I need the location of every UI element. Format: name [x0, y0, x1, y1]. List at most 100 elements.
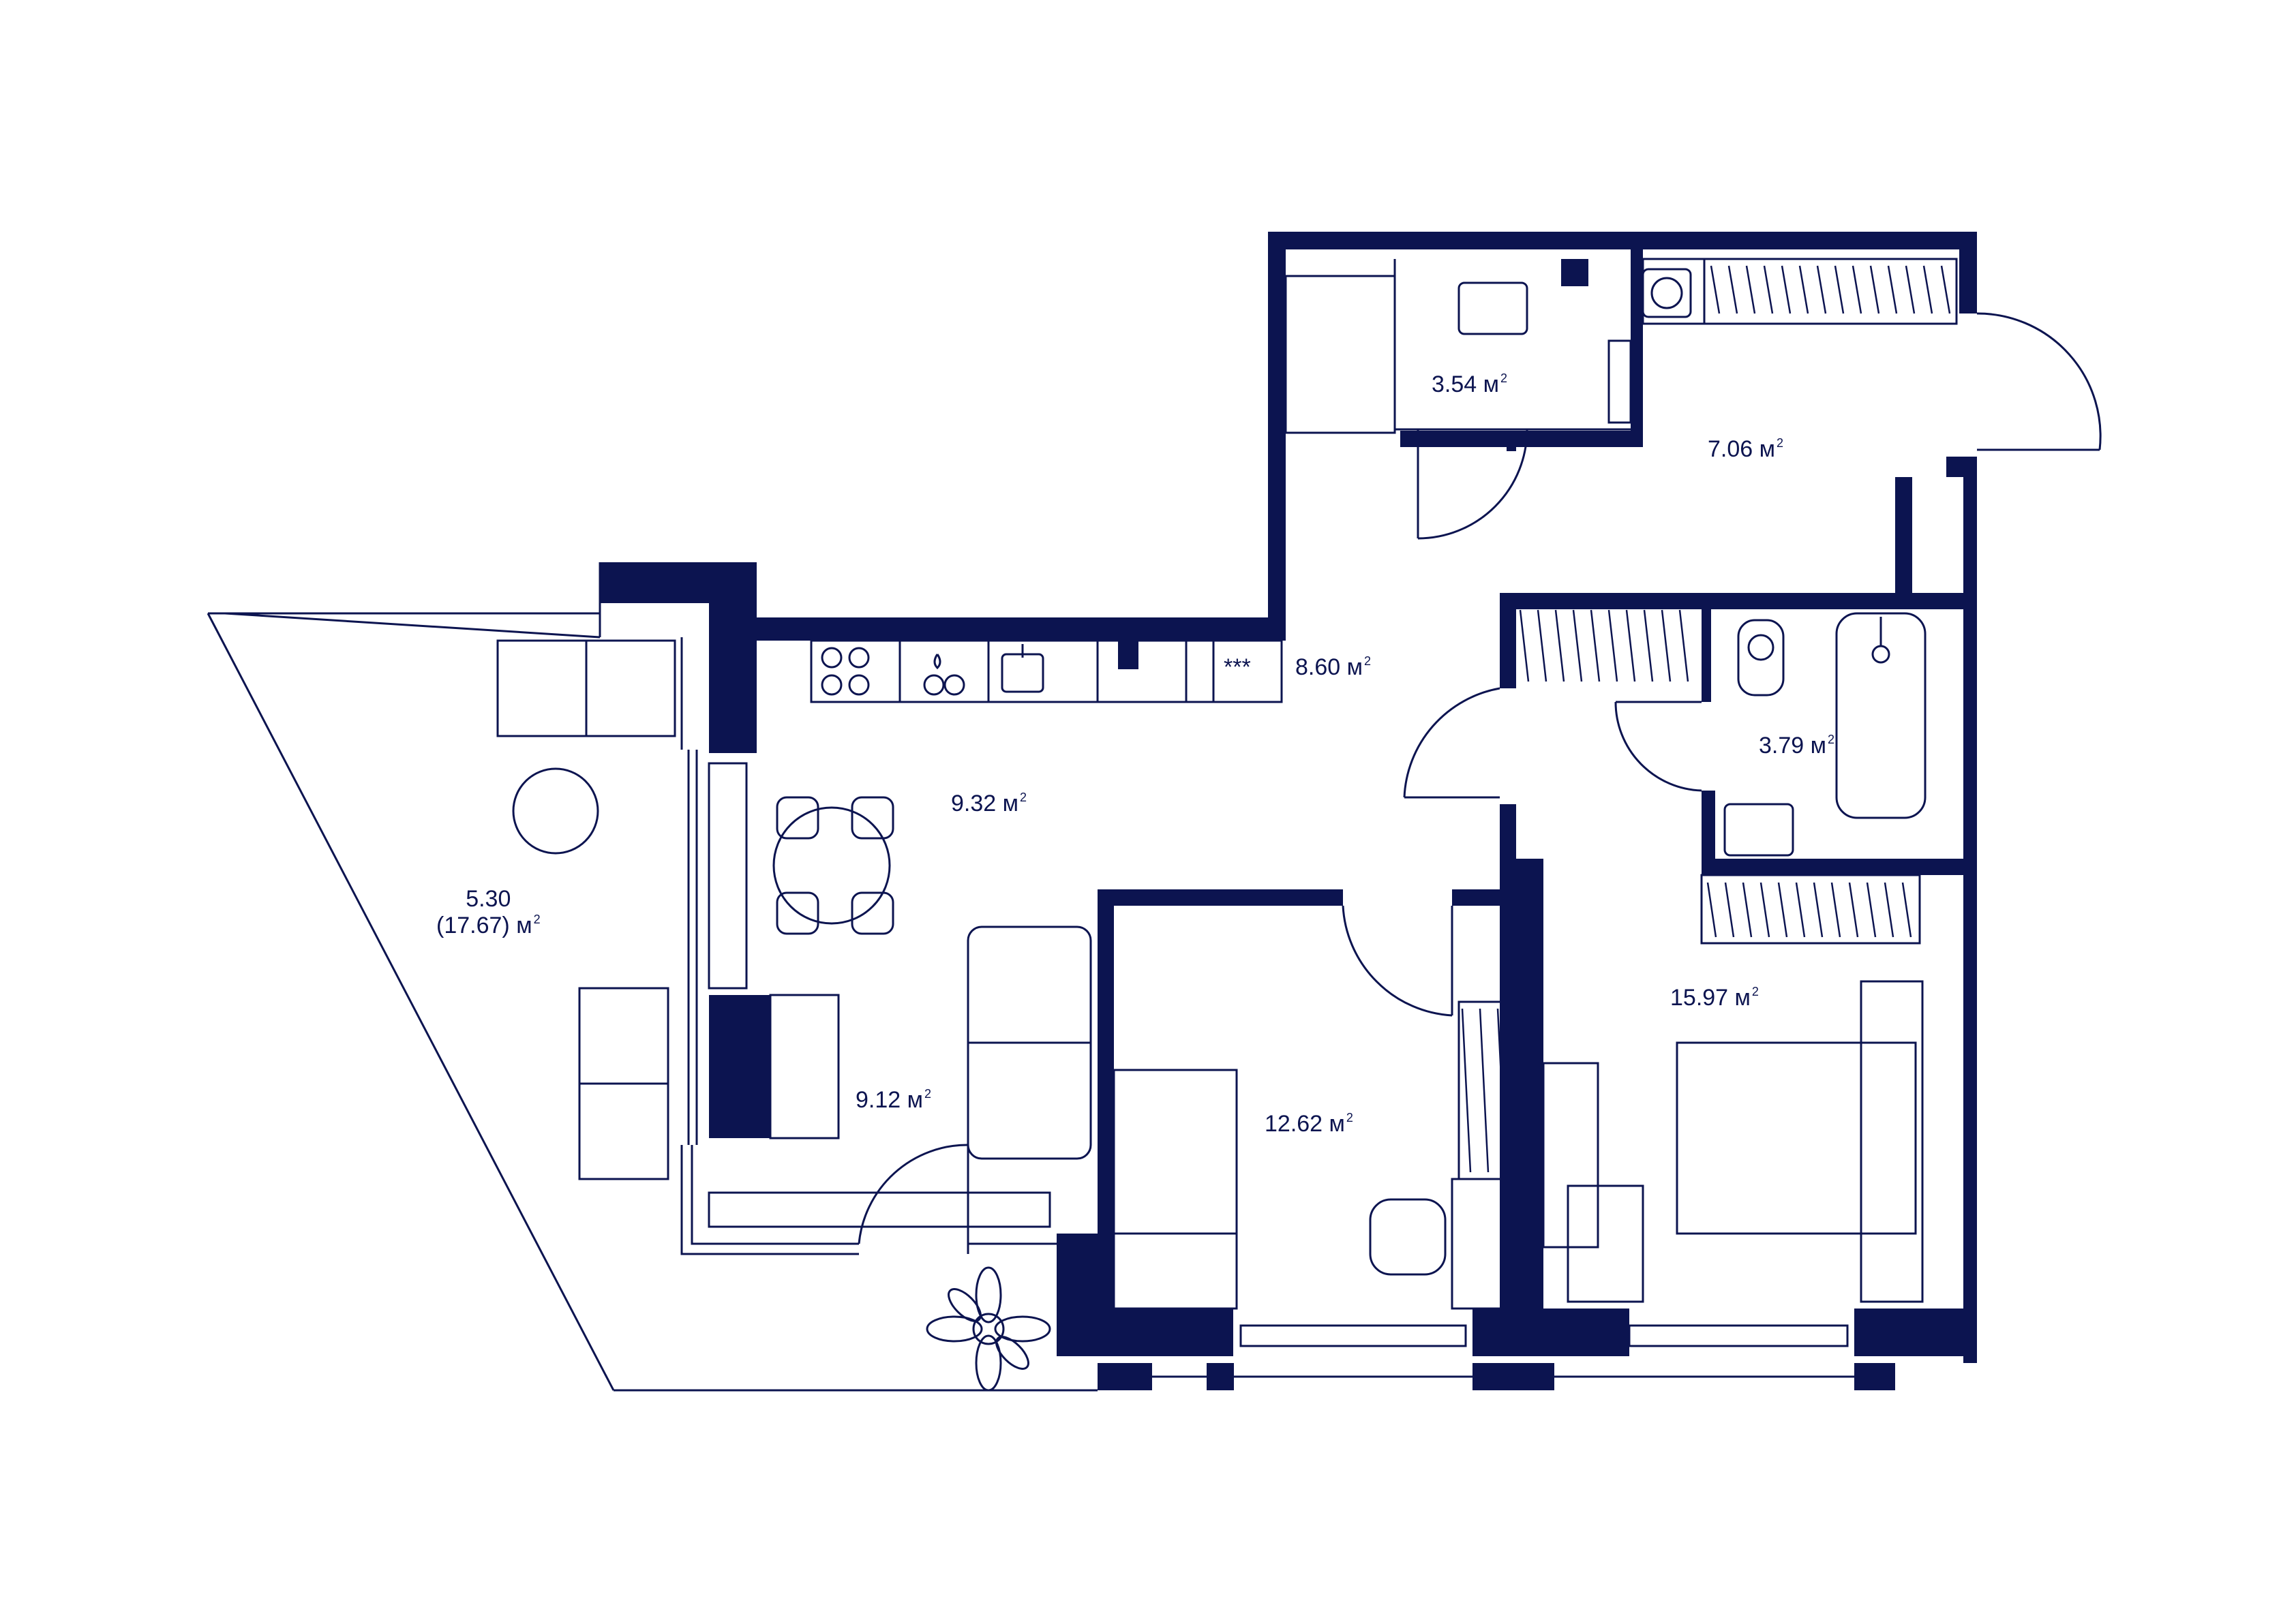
hatch-line	[1795, 882, 1806, 938]
washing-machine-icon	[1642, 268, 1692, 318]
wall	[1854, 1363, 1895, 1390]
door-swing	[858, 1144, 969, 1244]
armchair	[496, 639, 588, 737]
door-swing	[1403, 687, 1500, 798]
wall	[709, 562, 757, 753]
wall	[1959, 232, 1977, 313]
hatch-line	[1514, 1008, 1525, 1173]
hatch-line	[1519, 609, 1530, 682]
hatch-line	[1742, 882, 1753, 938]
chair	[776, 796, 819, 840]
hatch-line	[1643, 609, 1654, 682]
hatch-line	[1830, 882, 1841, 938]
wall	[757, 617, 1286, 641]
wall	[1118, 641, 1138, 669]
armchair	[585, 639, 676, 737]
chair	[1369, 1198, 1447, 1276]
hatch-line	[1813, 882, 1824, 938]
wall	[1702, 593, 1711, 702]
wall	[709, 995, 770, 1138]
hatch-line	[1625, 609, 1636, 682]
door-swing	[1342, 905, 1453, 1017]
hatch-line	[1727, 265, 1738, 314]
wall	[1114, 1309, 1233, 1356]
hatch-line	[1661, 609, 1672, 682]
hatch-line	[1479, 1008, 1490, 1173]
dishwasher-icon	[923, 654, 965, 696]
nightstands	[1860, 980, 1924, 1303]
kitchen-marker: ***	[1224, 654, 1251, 680]
hatch-line	[1759, 882, 1770, 938]
bed	[1676, 1041, 1917, 1235]
wardrobe	[1700, 874, 1921, 945]
hatch-line	[1572, 609, 1583, 682]
hatch-line	[1710, 265, 1721, 314]
chair	[851, 796, 894, 840]
hatch-line	[1724, 882, 1735, 938]
terrace-edge	[207, 613, 615, 1391]
wall	[1268, 232, 1977, 249]
plant-icon	[926, 1266, 1051, 1392]
wall	[1702, 791, 1715, 875]
bed	[1113, 1069, 1238, 1310]
terrace-edge	[208, 562, 601, 615]
hatch-line	[1834, 265, 1845, 314]
door-swing	[1614, 701, 1702, 792]
chair	[851, 891, 894, 935]
hatch-line	[1798, 265, 1809, 314]
hatch-line	[1554, 609, 1565, 682]
wall	[1507, 436, 1516, 451]
bathtub	[1835, 612, 1927, 819]
hatch-line	[1537, 609, 1547, 682]
bathtub-icon	[1871, 617, 1890, 664]
glazing	[691, 1145, 859, 1245]
wall	[1472, 1363, 1554, 1390]
wall	[1702, 859, 1963, 875]
wall	[1631, 249, 1643, 447]
shower	[1284, 275, 1396, 434]
wall	[1400, 431, 1643, 447]
wall	[1500, 593, 1963, 609]
toilet-icon	[1747, 634, 1774, 661]
hob-icon	[821, 647, 870, 696]
radiator	[1239, 1324, 1467, 1347]
fixtures-icons	[821, 268, 1890, 1392]
wall	[1500, 593, 1516, 688]
hatch-line	[1706, 882, 1717, 938]
chair	[776, 891, 819, 935]
wall	[1472, 1309, 1629, 1356]
hatch-line	[1763, 265, 1774, 314]
radiator	[708, 762, 748, 990]
dining-table	[772, 806, 891, 925]
hatch-line	[1866, 882, 1877, 938]
chair	[1567, 1184, 1644, 1303]
door-swing	[1417, 429, 1528, 540]
wall	[1854, 1309, 1977, 1356]
hatch-line	[1905, 265, 1916, 314]
wall	[1963, 457, 1977, 1363]
hatch-line	[1678, 609, 1689, 682]
wall	[1895, 477, 1912, 607]
wall	[1452, 889, 1507, 906]
radiator	[1628, 1324, 1849, 1347]
hatch-line	[1869, 265, 1880, 314]
armchair	[578, 1082, 669, 1180]
hatch-line	[1590, 609, 1601, 682]
door-swing	[1976, 312, 2102, 450]
hatch-line	[1816, 265, 1827, 314]
linework	[207, 258, 2102, 1392]
wardrobe-hatching	[1461, 265, 1951, 1173]
walls	[600, 232, 1977, 1390]
radiator	[708, 1191, 1051, 1228]
glazing	[680, 1145, 859, 1255]
hatch-line	[1887, 265, 1898, 314]
bath1-partition	[1393, 259, 1636, 431]
